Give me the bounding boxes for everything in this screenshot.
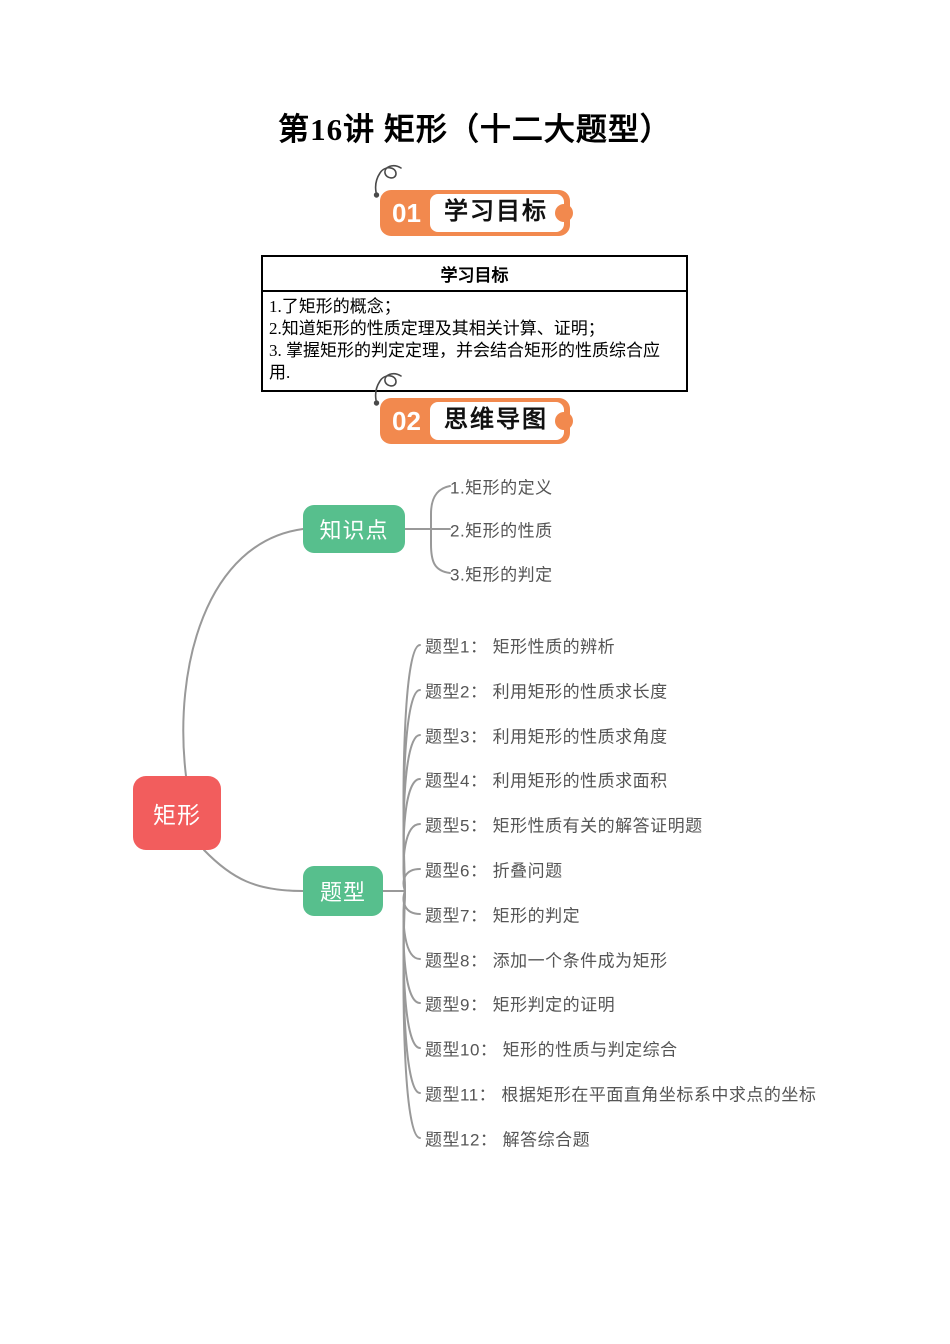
mindmap-branch-knowledge: 知识点 — [303, 505, 405, 553]
mindmap-item-type-11: 题型11： 根据矩形在平面直角坐标系中求点的坐标 — [425, 1085, 817, 1105]
badge-wrap: 02 思维导图 — [373, 373, 570, 444]
spiral-doodle-icon — [373, 373, 402, 406]
mindmap-item-knowledge-1: 1.矩形的定义 — [450, 478, 553, 498]
mindmap-item-type-12: 题型12： 解答综合题 — [425, 1130, 591, 1150]
mindmap-item-type-7: 题型7： 矩形的判定 — [425, 906, 581, 926]
section-number: 02 — [392, 406, 421, 436]
connector-type-6 — [402, 868, 421, 892]
mindmap-item-type-1: 题型1： 矩形性质的辨析 — [425, 637, 616, 657]
connector-root-types — [203, 849, 304, 892]
connector-knowledge-brace — [430, 485, 451, 574]
objectives-table-header: 学习目标 — [261, 255, 688, 292]
section-badge-mindmap: 02 思维导图 — [0, 373, 950, 444]
mindmap-item-type-2: 题型2： 利用矩形的性质求长度 — [425, 682, 668, 702]
badge-body: 02 思维导图 — [380, 398, 570, 444]
mindmap-item-type-10: 题型10： 矩形的性质与判定综合 — [425, 1040, 678, 1060]
mindmap-item-type-3: 题型3： 利用矩形的性质求角度 — [425, 727, 668, 747]
mindmap-item-knowledge-2: 2.矩形的性质 — [450, 521, 553, 541]
connector-type-5 — [402, 823, 421, 892]
badge-body: 01 学习目标 — [380, 190, 570, 236]
mindmap-item-knowledge-3: 3.矩形的判定 — [450, 565, 553, 585]
mindmap-item-type-8: 题型8： 添加一个条件成为矩形 — [425, 951, 668, 971]
connector-type-8 — [402, 890, 421, 960]
mindmap-item-type-6: 题型6： 折叠问题 — [425, 861, 563, 881]
mindmap-item-type-4: 题型4： 利用矩形的性质求面积 — [425, 771, 668, 791]
mindmap-item-type-9: 题型9： 矩形判定的证明 — [425, 995, 616, 1015]
connector-root-knowledge — [182, 528, 304, 777]
section-label: 思维导图 — [429, 402, 564, 440]
objective-item-1: 1.了矩形的概念； — [269, 297, 401, 316]
objectives-table: 学习目标 1.了矩形的概念； 2.知道矩形的性质定理及其相关计算、证明； 3. … — [261, 255, 688, 392]
mindmap-root-node: 矩形 — [133, 776, 221, 850]
section-badge-objectives: 01 学习目标 — [0, 165, 950, 236]
page-title: 第16讲 矩形（十二大题型） — [278, 112, 672, 147]
mindmap-item-type-5: 题型5： 矩形性质有关的解答证明题 — [425, 816, 703, 836]
section-number: 01 — [392, 198, 421, 228]
connector-type-7 — [402, 890, 421, 915]
section-label: 学习目标 — [429, 194, 564, 232]
connector-type-12 — [402, 890, 421, 1139]
mindmap-branch-types: 题型 — [303, 866, 383, 916]
spiral-doodle-icon — [373, 165, 402, 198]
objective-item-2: 2.知道矩形的性质定理及其相关计算、证明； — [269, 319, 605, 338]
objective-item-3: 3. 掌握矩形的判定定理，并会结合矩形的性质综合应用. — [269, 341, 660, 382]
badge-wrap: 01 学习目标 — [373, 165, 570, 236]
objectives-table-body: 1.了矩形的概念； 2.知道矩形的性质定理及其相关计算、证明； 3. 掌握矩形的… — [261, 290, 688, 392]
